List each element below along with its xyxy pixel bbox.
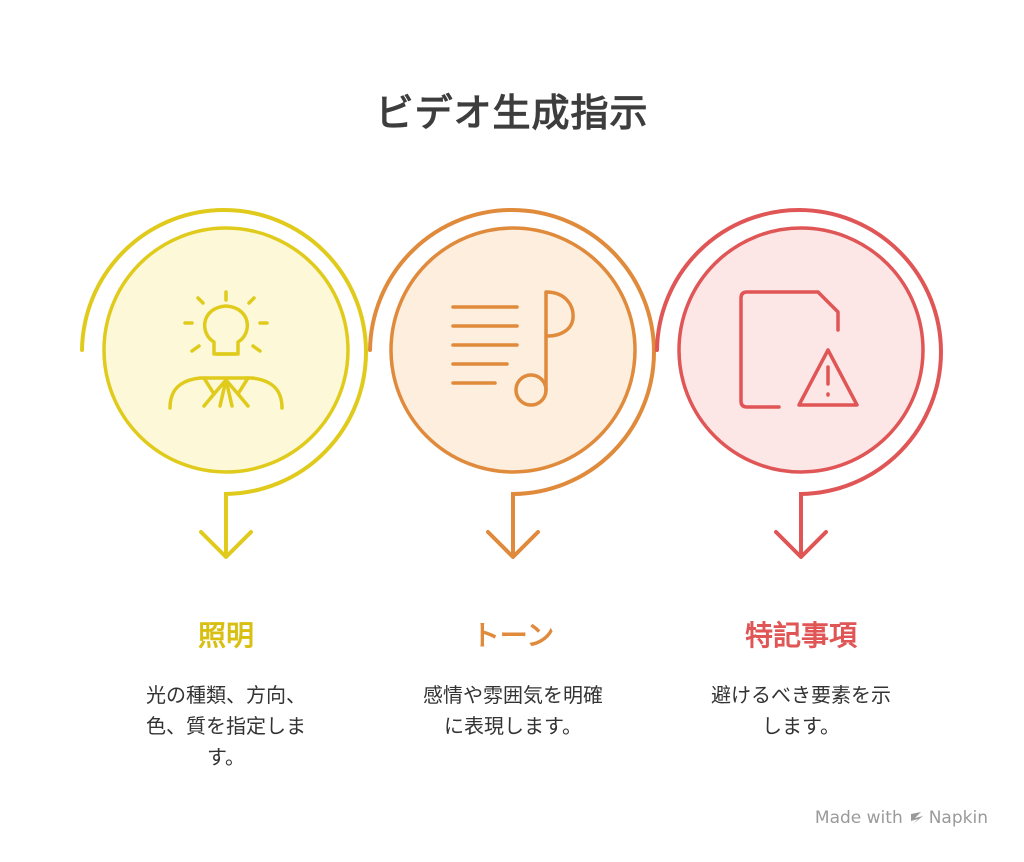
step-2-description: 感情や雰囲気を明確 に表現します。 xyxy=(393,680,633,742)
step-1-outer-arc xyxy=(80,208,368,557)
step-1-description-line: 光の種類、方向、 xyxy=(146,683,306,707)
step-3-outer-arc xyxy=(655,208,943,557)
step-2-circle xyxy=(389,226,637,474)
step-3-description-line: します。 xyxy=(762,714,840,738)
step-2-arrow-head xyxy=(486,530,540,559)
step-3-description: 避けるべき要素を示 します。 xyxy=(681,680,921,742)
footer-credit: Made with Napkin xyxy=(815,808,988,828)
step-3-description-line: 避けるべき要素を示 xyxy=(711,683,891,707)
footer-brand-label: Napkin xyxy=(928,808,988,828)
napkin-logo-icon xyxy=(910,812,923,824)
step-1-graphic xyxy=(80,208,368,559)
music-lines-icon xyxy=(451,290,575,407)
step-1-heading: 照明 xyxy=(197,619,254,652)
document-warning-icon xyxy=(739,290,859,409)
step-3-graphic xyxy=(655,208,943,559)
step-3-arrow-head xyxy=(774,530,828,559)
step-2-graphic xyxy=(368,208,656,559)
step-1-description: 光の種類、方向、 色、質を指定しま す。 xyxy=(106,680,346,773)
step-3-circle xyxy=(677,226,925,474)
step-1-arrow-head xyxy=(199,530,253,559)
footer-brand[interactable]: Napkin xyxy=(909,808,988,828)
footer-made-with: Made with xyxy=(814,808,903,828)
step-2-description-line: に表現します。 xyxy=(444,714,582,738)
step-1-description-line: 色、質を指定しま xyxy=(146,714,306,738)
step-3-heading: 特記事項 xyxy=(744,619,857,652)
step-2-outer-arc xyxy=(368,208,656,557)
lightbulb-person-icon xyxy=(168,290,284,410)
step-2-heading: トーン xyxy=(471,619,555,652)
step-2-description-line: 感情や雰囲気を明確 xyxy=(423,683,603,707)
step-1-circle xyxy=(102,226,350,474)
step-1-description-line: す。 xyxy=(207,745,245,769)
page-title: ビデオ生成指示 xyxy=(375,91,649,135)
